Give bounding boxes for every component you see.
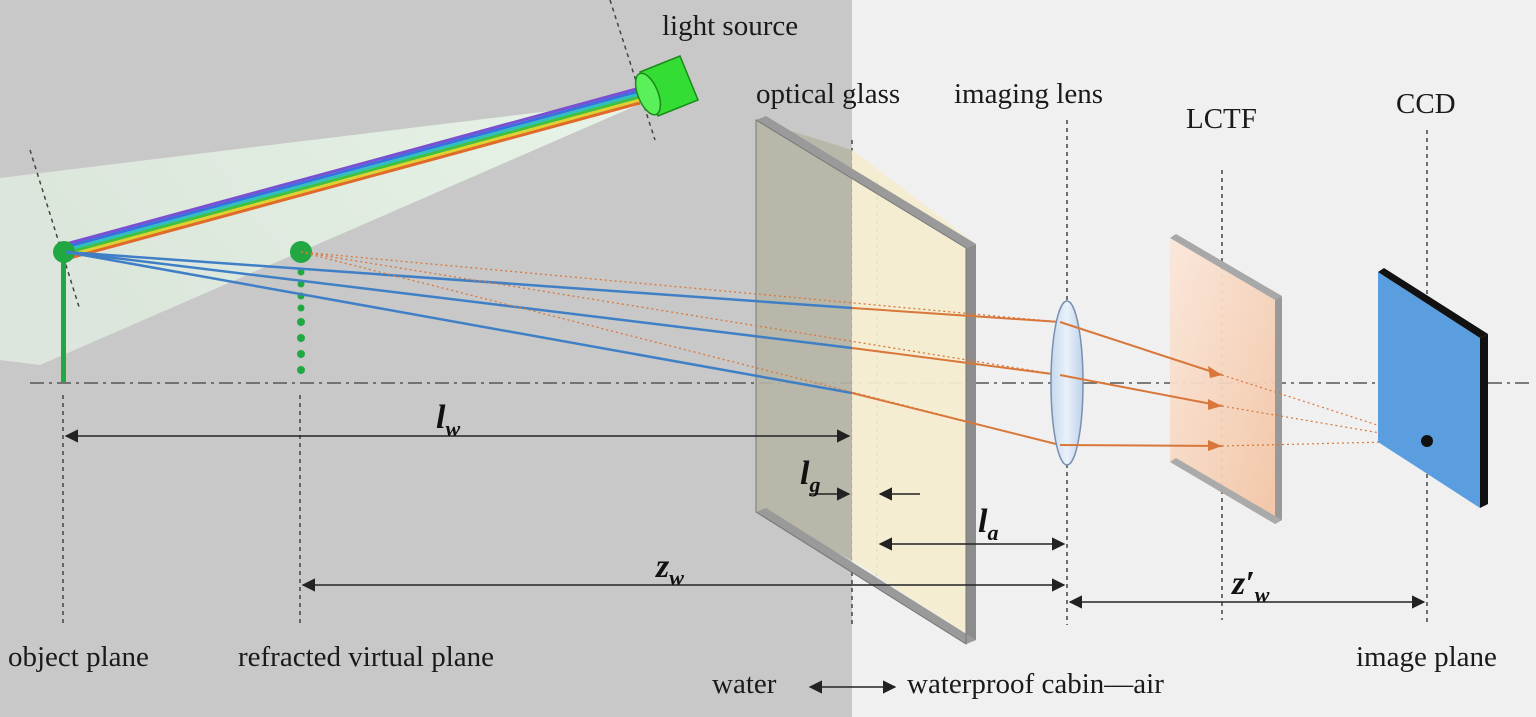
la-symbol: la [978,503,998,545]
refracted-virtual-plane-label: refracted virtual plane [238,641,494,673]
lg-symbol: lg [800,455,820,497]
object-plane-label: object plane [8,641,149,673]
object-plane-points [53,241,75,382]
light-source-axis [609,0,656,141]
rainbow-beam [65,86,641,261]
virtual-rays [300,251,1061,446]
air-rays [851,307,1061,446]
lctf-filter [1170,234,1282,524]
lctf-label: LCTF [1186,103,1257,135]
object-plane-tilt-line [29,149,81,311]
ccd-sensor [1378,268,1488,508]
imaging-lens-label: imaging lens [954,78,1103,110]
zpw-symbol: z′w [1231,565,1270,607]
zw-symbol: zw [655,548,684,590]
optical-glass-plate [755,116,976,645]
image-point [1421,435,1433,447]
lw-symbol: lw [436,399,460,441]
light-source-label: light source [662,10,798,42]
water-label: water [712,668,777,700]
cabin-air-label: waterproof cabin—air [907,668,1164,700]
light-sheet [0,100,640,365]
imaging-lens [1050,300,1084,466]
ccd-label: CCD [1396,88,1456,120]
blue-rays [65,250,853,395]
water-region [0,0,852,717]
dimension-arrows [64,429,1426,694]
image-plane-label: image plane [1356,641,1497,673]
optical-glass-label: optical glass [756,78,900,110]
ray-arrows [1208,366,1222,451]
light-source-icon [634,55,699,117]
